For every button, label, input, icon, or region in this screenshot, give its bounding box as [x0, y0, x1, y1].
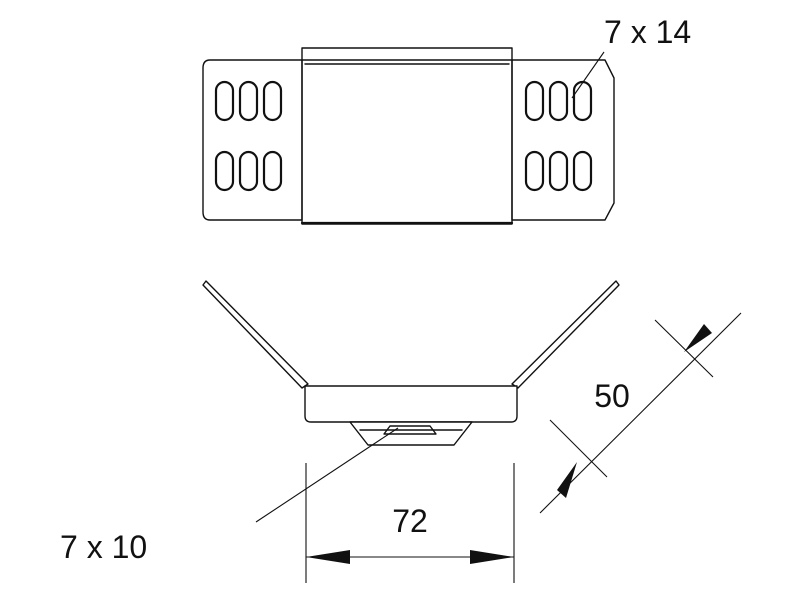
- slot: [262, 80, 283, 122]
- slot: [548, 80, 569, 122]
- slot-bottom-label: 7 x 10: [60, 529, 147, 565]
- arrow-upper: [684, 324, 712, 352]
- extension-line-lower: [549, 419, 608, 478]
- top-view: 7 x 14: [202, 14, 691, 225]
- left-flange: [202, 59, 303, 221]
- slot-top-leader: [571, 51, 605, 99]
- height-dimension: 50: [539, 312, 742, 514]
- width-label: 72: [392, 503, 428, 539]
- arrow-lower: [557, 462, 577, 498]
- right-arm: [511, 280, 620, 389]
- slot: [262, 150, 283, 192]
- dimension-line-diagonal: [539, 312, 742, 514]
- slot-top-label: 7 x 14: [604, 14, 691, 50]
- width-dimension: 72: [305, 463, 515, 583]
- slot: [548, 150, 569, 192]
- slot: [238, 80, 259, 122]
- slot: [214, 150, 235, 192]
- right-slots: [524, 80, 593, 192]
- center-plate: [301, 47, 513, 225]
- slot-bottom-leader: [255, 427, 399, 523]
- left-arm: [202, 280, 309, 389]
- left-slots: [214, 80, 283, 192]
- slot: [524, 150, 545, 192]
- slot: [214, 80, 235, 122]
- slot: [238, 150, 259, 192]
- arrow-left: [306, 550, 350, 564]
- slot: [524, 80, 545, 122]
- height-label: 50: [594, 378, 630, 414]
- base-block: [304, 385, 518, 423]
- slot: [572, 150, 593, 192]
- slot: [572, 80, 593, 122]
- front-view: 7 x 10 72 50: [60, 280, 742, 583]
- arrow-right: [470, 550, 514, 564]
- extension-line-upper: [654, 319, 714, 378]
